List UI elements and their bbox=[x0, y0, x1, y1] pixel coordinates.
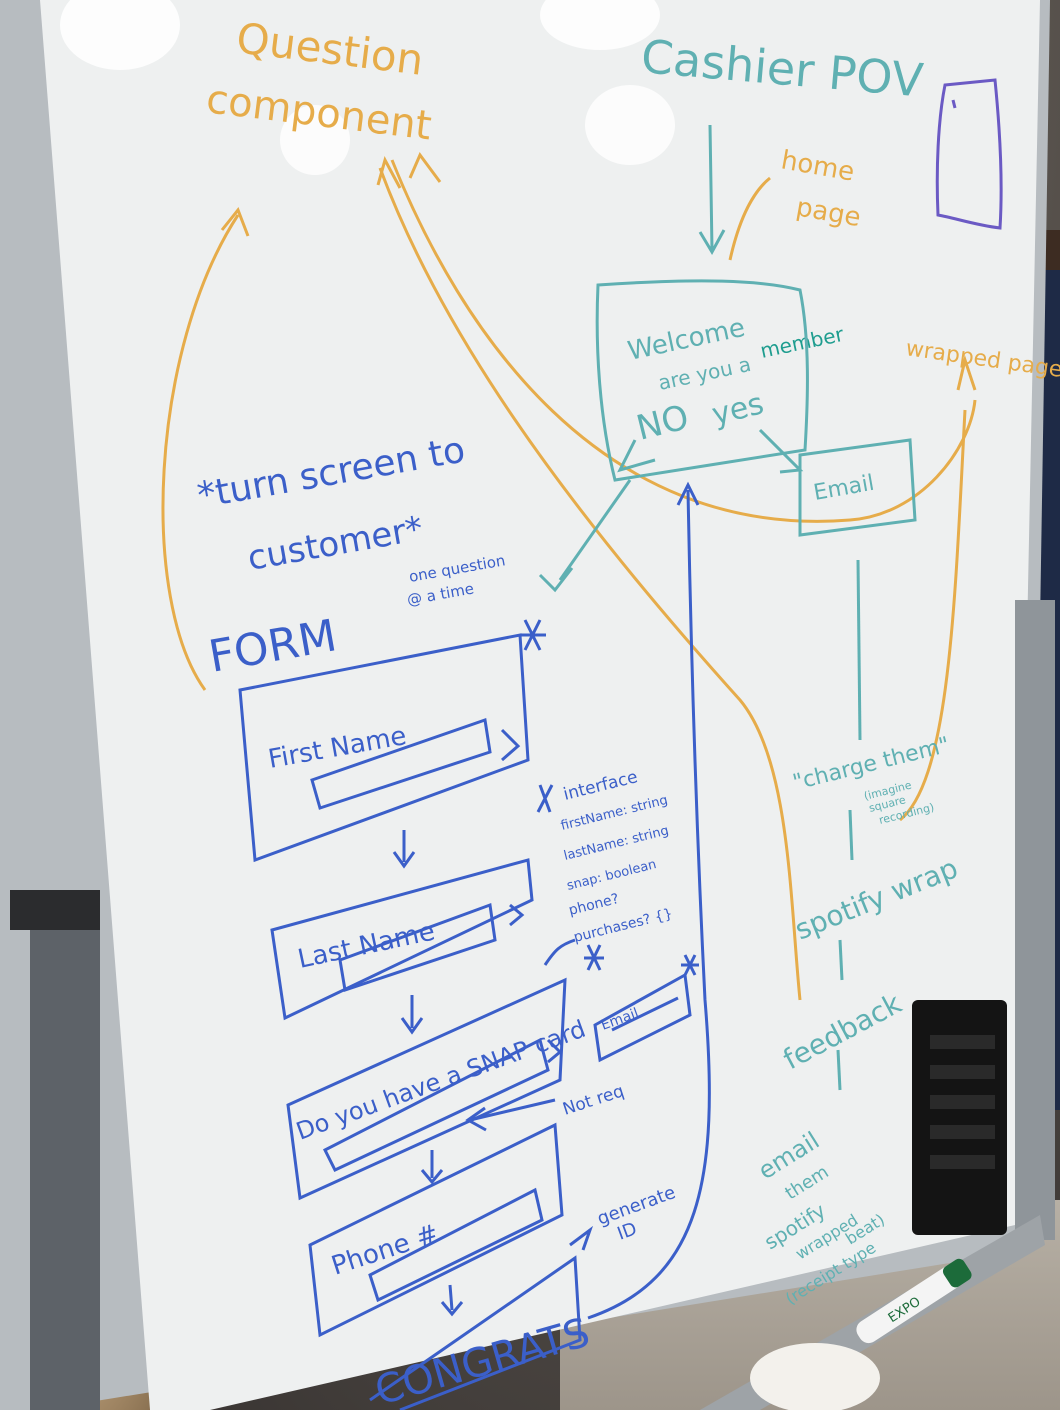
stand-bracket bbox=[10, 890, 100, 930]
light-reflection bbox=[585, 85, 675, 165]
expo-marker: EXPO bbox=[856, 1258, 972, 1344]
stand-leg-left bbox=[30, 890, 100, 1410]
eraser-slots bbox=[930, 1035, 995, 1169]
yellow-ink-arrows bbox=[161, 152, 977, 1001]
tissue bbox=[750, 1343, 880, 1410]
stand-leg-right bbox=[1015, 600, 1055, 1240]
teal-ink-shapes bbox=[538, 124, 917, 1091]
blue-ink-shapes bbox=[238, 481, 711, 1410]
eraser-holder bbox=[912, 1000, 1007, 1235]
light-reflection bbox=[60, 0, 180, 70]
purple-sketch-rect bbox=[935, 78, 1003, 230]
board-surface bbox=[40, 0, 1040, 1410]
light-reflection bbox=[540, 0, 660, 50]
light-reflection bbox=[280, 105, 350, 175]
